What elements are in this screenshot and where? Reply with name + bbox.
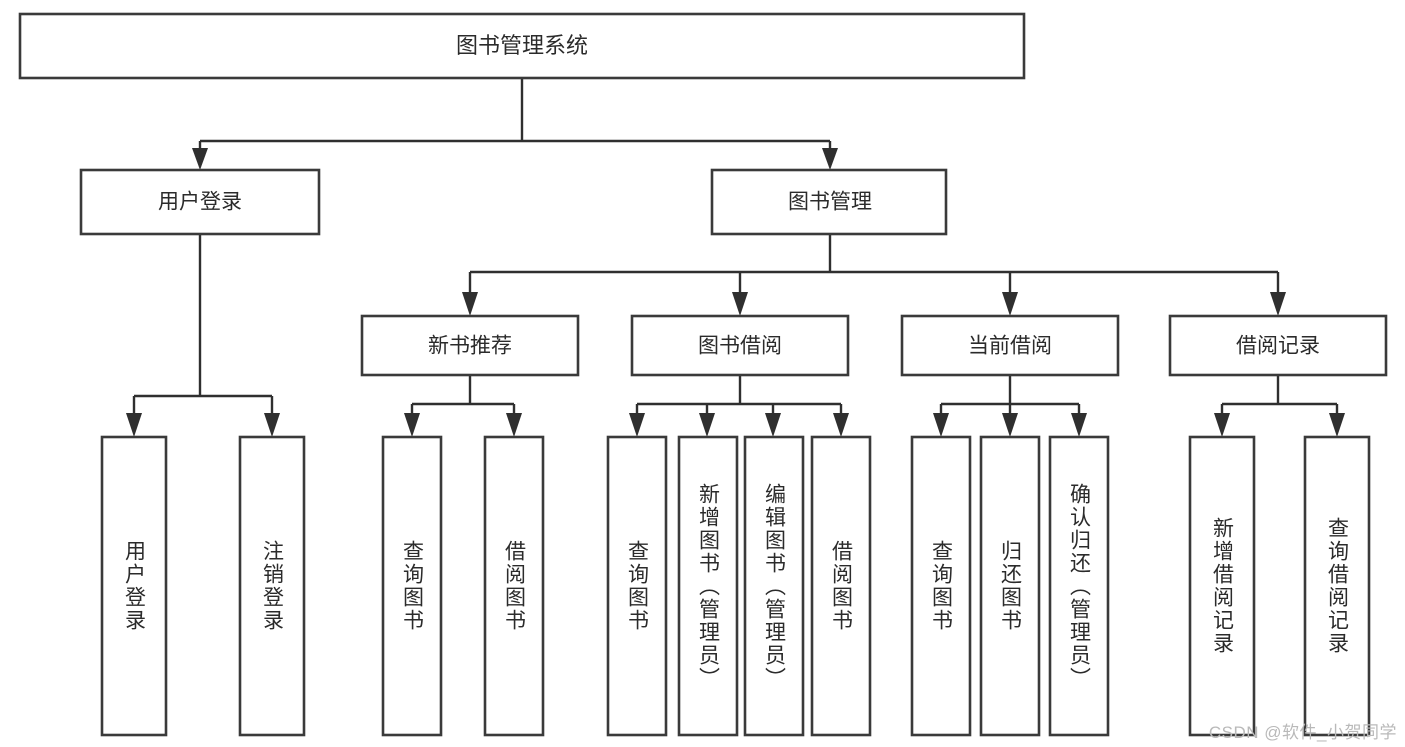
node-book-manage-label: 图书管理 — [788, 191, 872, 214]
arrow-head-book-manage — [822, 148, 838, 170]
leaf-query-borrow-record-box[interactable] — [1303, 435, 1371, 737]
arrow-head-borrow-record — [1270, 292, 1286, 316]
arrow-head-leaf-query-book-3 — [933, 413, 949, 437]
node-root-label: 图书管理系统 — [456, 33, 588, 58]
node-book-manage-box[interactable] — [710, 168, 948, 236]
node-current-borrow-box[interactable] — [900, 314, 1120, 377]
arrow-head-leaf-add-book — [699, 413, 715, 437]
leaf-borrow-book-1-box[interactable] — [483, 435, 545, 737]
leaf-add-book-box[interactable] — [677, 435, 739, 737]
node-book-borrow[interactable]: 图书借阅 — [630, 314, 850, 377]
connector-layer — [126, 78, 1345, 437]
node-borrow-record[interactable]: 借阅记录 — [1168, 314, 1388, 377]
leaf-add-borrow-record-box[interactable] — [1188, 435, 1256, 737]
leaf-layer — [100, 435, 1371, 737]
node-root-box[interactable] — [18, 12, 1026, 80]
leaf-user-login-box[interactable] — [100, 435, 168, 737]
node-root[interactable]: 图书管理系统 — [18, 12, 1026, 80]
connector-book-borrow-to-leaves — [635, 375, 843, 425]
node-current-borrow[interactable]: 当前借阅 — [900, 314, 1120, 377]
leaf-confirm-return-box[interactable] — [1048, 435, 1110, 737]
node-book-borrow-box[interactable] — [630, 314, 850, 377]
arrow-head-leaf-confirm-return — [1071, 413, 1087, 437]
connector-root-to-level2 — [198, 78, 832, 158]
arrow-head-leaf-query-book-1 — [404, 413, 420, 437]
arrow-head-leaf-borrow-book-1 — [506, 413, 522, 437]
arrow-head-leaf-query-borrow-record — [1329, 413, 1345, 437]
leaf-return-book-box[interactable] — [979, 435, 1041, 737]
leaf-query-book-2-box[interactable] — [606, 435, 668, 737]
node-new-book-recommend-label: 新书推荐 — [428, 335, 512, 358]
leaf-query-book-1-box[interactable] — [381, 435, 443, 737]
connector-user-login-to-leaves — [132, 234, 274, 425]
node-user-login-label: 用户登录 — [158, 191, 242, 214]
node-book-manage[interactable]: 图书管理 — [710, 168, 948, 236]
arrow-head-user-login — [192, 148, 208, 170]
node-user-login-box[interactable] — [79, 168, 321, 236]
arrow-head-leaf-logout-login — [264, 413, 280, 437]
node-borrow-record-label: 借阅记录 — [1236, 335, 1320, 358]
node-borrow-record-box[interactable] — [1168, 314, 1388, 377]
arrow-head-current-borrow — [1002, 292, 1018, 316]
node-book-borrow-label: 图书借阅 — [698, 335, 782, 358]
leaf-edit-book-box[interactable] — [743, 435, 805, 737]
node-new-book-recommend-box[interactable] — [360, 314, 580, 377]
arrow-head-new-book-recommend — [462, 292, 478, 316]
connector-borrow-record-to-leaves — [1220, 375, 1339, 425]
connector-book-manage-to-level3 — [468, 234, 1280, 303]
node-user-login[interactable]: 用户登录 — [79, 168, 321, 236]
arrow-head-leaf-edit-book — [765, 413, 781, 437]
leaf-borrow-book-2-box[interactable] — [810, 435, 872, 737]
arrow-head-leaf-return-book — [1002, 413, 1018, 437]
arrow-head-leaf-add-borrow-record — [1214, 413, 1230, 437]
leaf-query-book-3-box[interactable] — [910, 435, 972, 737]
arrow-head-leaf-borrow-book-2 — [833, 413, 849, 437]
node-new-book-recommend[interactable]: 新书推荐 — [360, 314, 580, 377]
arrow-head-book-borrow — [732, 292, 748, 316]
arrow-head-leaf-user-login — [126, 413, 142, 437]
arrow-head-leaf-query-book-2 — [629, 413, 645, 437]
csdn-watermark: CSDN @软件_小贺同学 — [1208, 723, 1397, 742]
leaf-logout-login-box[interactable] — [238, 435, 306, 737]
connector-new-book-recommend-to-leaves — [410, 375, 516, 425]
node-current-borrow-label: 当前借阅 — [968, 335, 1052, 358]
